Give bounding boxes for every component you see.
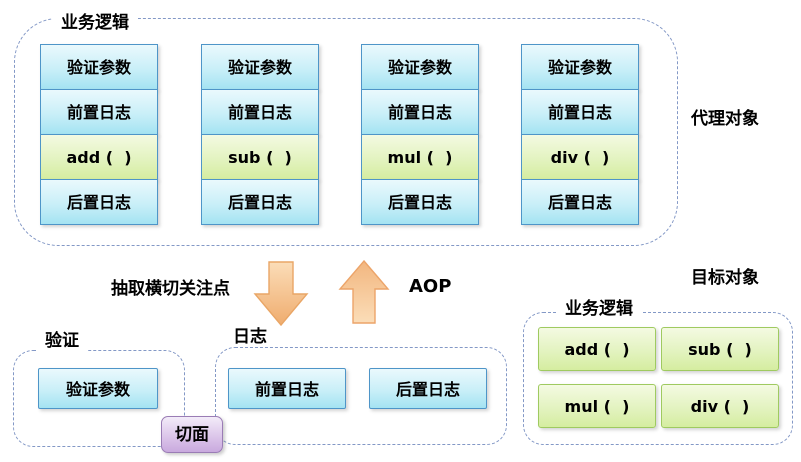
- method-column-add: 验证参数 前置日志 add ( ) 后置日志: [40, 44, 158, 225]
- post-log-cell: 后置日志: [361, 179, 479, 225]
- proxy-object-container: [14, 18, 678, 246]
- logging-container: [215, 347, 507, 445]
- aspect-badge: 切面: [161, 416, 223, 453]
- verify-params-box: 验证参数: [38, 368, 158, 409]
- arrow-down-icon: [253, 261, 309, 327]
- method-cell: sub ( ): [201, 134, 319, 180]
- pre-log-box: 前置日志: [228, 368, 346, 409]
- target-container: [523, 312, 793, 445]
- verify-params-cell: 验证参数: [40, 44, 158, 90]
- mul-method-box: mul ( ): [538, 384, 656, 428]
- verify-params-cell: 验证参数: [521, 44, 639, 90]
- verify-params-cell: 验证参数: [361, 44, 479, 90]
- target-object-label: 目标对象: [691, 268, 759, 288]
- post-log-cell: 后置日志: [201, 179, 319, 225]
- target-container-label: 业务逻辑: [556, 294, 642, 319]
- pre-log-cell: 前置日志: [201, 89, 319, 135]
- method-cell: mul ( ): [361, 134, 479, 180]
- pre-log-cell: 前置日志: [521, 89, 639, 135]
- aop-label: AOP: [409, 276, 452, 297]
- method-cell: div ( ): [521, 134, 639, 180]
- proxy-object-label: 代理对象: [691, 109, 759, 129]
- validation-container: [13, 350, 185, 447]
- post-log-box: 后置日志: [369, 368, 487, 409]
- pre-log-cell: 前置日志: [361, 89, 479, 135]
- method-column-div: 验证参数 前置日志 div ( ) 后置日志: [521, 44, 639, 225]
- validation-label: 验证: [36, 326, 88, 351]
- post-log-cell: 后置日志: [521, 179, 639, 225]
- extract-crosscut-label: 抽取横切关注点: [111, 279, 230, 299]
- logging-label: 日志: [224, 322, 276, 347]
- post-log-cell: 后置日志: [40, 179, 158, 225]
- method-cell: add ( ): [40, 134, 158, 180]
- proxy-container-label: 业务逻辑: [52, 8, 138, 33]
- pre-log-cell: 前置日志: [40, 89, 158, 135]
- method-column-sub: 验证参数 前置日志 sub ( ) 后置日志: [201, 44, 319, 225]
- verify-params-cell: 验证参数: [201, 44, 319, 90]
- method-column-mul: 验证参数 前置日志 mul ( ) 后置日志: [361, 44, 479, 225]
- div-method-box: div ( ): [661, 384, 779, 428]
- sub-method-box: sub ( ): [661, 327, 779, 371]
- arrow-up-icon: [338, 260, 390, 324]
- add-method-box: add ( ): [538, 327, 656, 371]
